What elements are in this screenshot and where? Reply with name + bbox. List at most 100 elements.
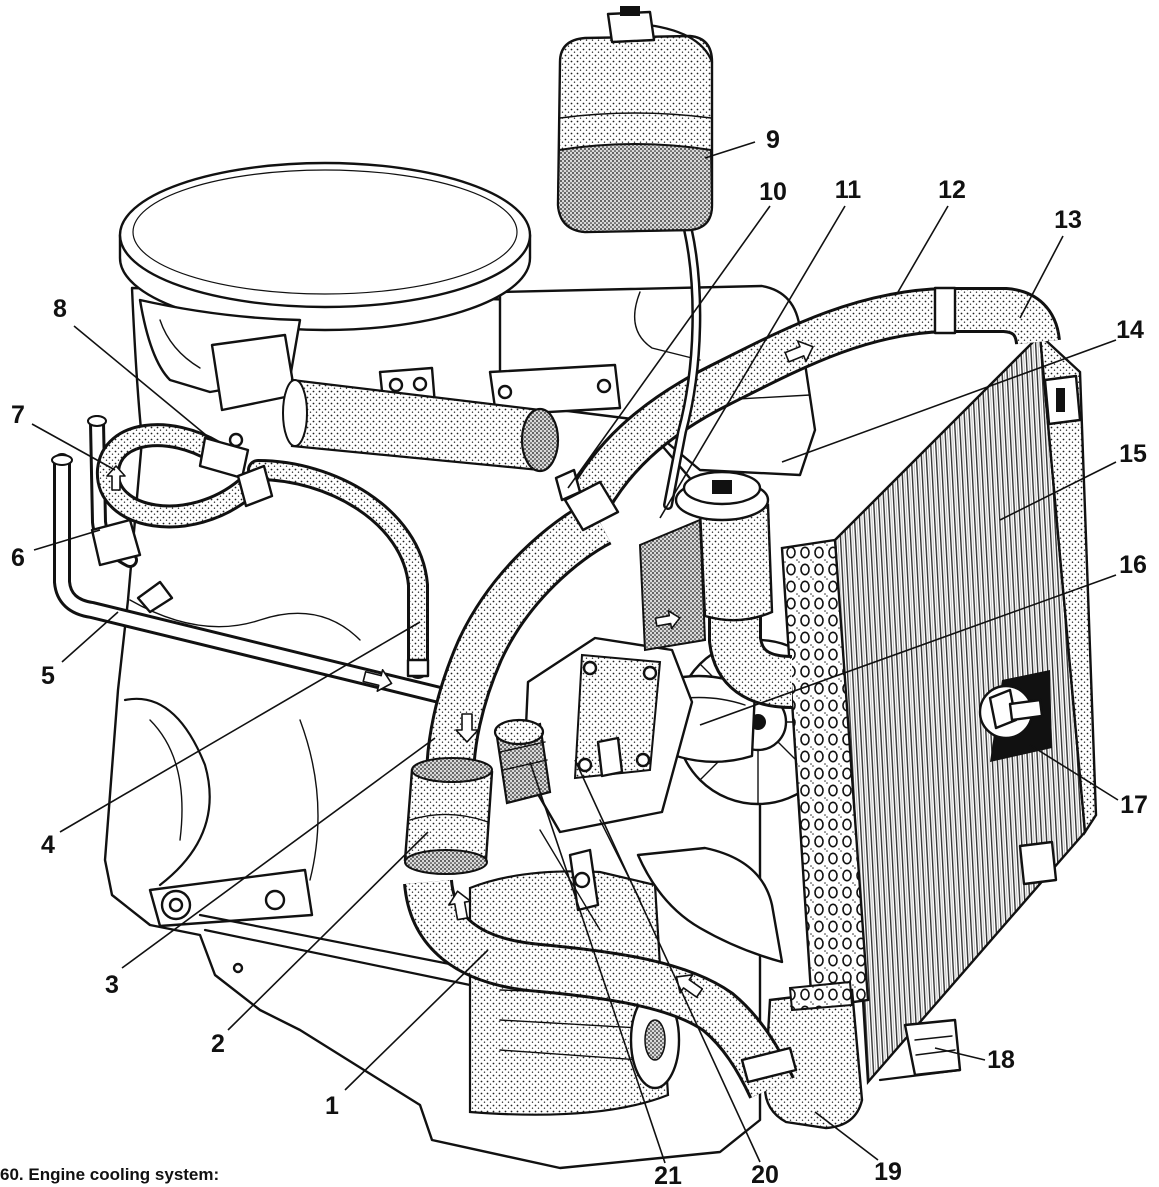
- bolt-icon: [232, 962, 244, 974]
- callout-3: 3: [105, 971, 119, 999]
- leader-line-15: [999, 461, 1117, 521]
- bolt-icon: [497, 384, 513, 400]
- mount-bolt: [264, 889, 286, 911]
- expansion-tank-coolant: [556, 143, 714, 234]
- leader-line-14: [781, 339, 1117, 463]
- heater-hoses: [108, 434, 430, 678]
- figure-caption: 60. Engine cooling system:: [0, 1165, 219, 1184]
- bolt-icon: [635, 752, 651, 768]
- callout-11: 11: [835, 176, 862, 204]
- callout-12: 12: [938, 176, 966, 204]
- bolt-icon: [582, 660, 598, 676]
- flow-arrow-icon: [106, 465, 126, 491]
- flow-arrow-icon: [362, 669, 393, 692]
- callout-14: 14: [1116, 316, 1144, 344]
- callout-10: 10: [759, 178, 787, 206]
- expansion-tank: [556, 6, 714, 505]
- callout-9: 9: [766, 126, 780, 154]
- bolt-icon: [412, 376, 428, 392]
- hose-4-end-clamp: [406, 658, 430, 678]
- leader-lines: [31, 141, 1119, 1164]
- radiator: [780, 331, 1098, 1086]
- callout-15: 15: [1119, 440, 1147, 468]
- fan-shroud-lower: [636, 846, 784, 964]
- leader-line-18: [934, 1047, 986, 1061]
- tank-rib: [559, 112, 712, 119]
- main-hoses: [428, 286, 1038, 1088]
- crossmember-rod: [198, 913, 472, 970]
- leader-line-20: [574, 759, 761, 1163]
- bolt-icon: [642, 665, 658, 681]
- leader-line-2: [227, 831, 429, 1031]
- thermostat-bottom-band: [404, 849, 488, 875]
- timing-cover-rib: [149, 719, 183, 841]
- thermostat: [403, 757, 494, 875]
- filler-neck-body: [698, 503, 774, 622]
- pipe-6-opening: [87, 415, 107, 427]
- valve-cover-contour: [633, 291, 701, 361]
- leader-line-12: [897, 205, 949, 293]
- hose-clamp-8: [236, 464, 274, 508]
- pipe-bracket: [90, 518, 142, 567]
- leader-line-16: [699, 574, 1117, 726]
- pulley-hub: [644, 1019, 666, 1061]
- crossmember-rod-lower: [203, 928, 472, 987]
- mount-bolt: [168, 897, 184, 913]
- leader-line-21: [529, 761, 666, 1164]
- flow-arrow-icon: [654, 609, 681, 630]
- callout-20: 20: [751, 1161, 779, 1187]
- radiator-mount-bracket-bottom: [903, 1018, 962, 1077]
- flow-arrow-icon: [675, 974, 704, 998]
- bottom-tank: [763, 980, 864, 1130]
- intake-tube: [282, 378, 560, 473]
- thermostat-seam: [409, 813, 489, 823]
- radiator-right-frame: [1038, 331, 1098, 836]
- flow-arrow-icon: [448, 890, 472, 921]
- flow-arrows: [106, 340, 814, 998]
- block-contour-line: [299, 719, 319, 881]
- outlet-pipe-ribs: [499, 741, 548, 771]
- callout-16: 16: [1119, 551, 1147, 579]
- leader-line-11: [659, 205, 846, 519]
- callout-6: 6: [11, 544, 25, 572]
- bolt-icon: [577, 757, 593, 773]
- callout-7: 7: [11, 401, 25, 429]
- bolt-icon: [596, 378, 612, 394]
- pump-tab: [596, 736, 624, 778]
- tank-cap-knob: [620, 6, 640, 16]
- callout-21: 21: [654, 1162, 682, 1187]
- bracket-slot: [1056, 388, 1065, 412]
- pump-face-plate: [573, 653, 662, 780]
- leader-line-5: [61, 611, 119, 663]
- heater-pipes: [51, 415, 448, 697]
- callout-17: 17: [1120, 791, 1148, 819]
- intake-tube-end: [520, 407, 560, 473]
- flow-arrow-icon: [455, 713, 479, 743]
- callout-4: 4: [41, 831, 55, 859]
- lower-bracket: [148, 868, 472, 987]
- callout-13: 13: [1054, 206, 1082, 234]
- callout-5: 5: [41, 662, 55, 690]
- leader-line-1: [344, 949, 489, 1091]
- air-filter-lid: [118, 161, 532, 309]
- leader-line-4: [59, 621, 421, 833]
- leader-line-9: [704, 141, 756, 159]
- radiator-bottom-tank: [763, 988, 864, 1130]
- carburetor: [210, 333, 622, 417]
- air-filter-lid-edge: [132, 169, 518, 295]
- hose-12-clamp: [933, 286, 957, 335]
- bracket-rod: [878, 1068, 962, 1082]
- callout-1: 1: [325, 1092, 339, 1120]
- callout-8: 8: [53, 295, 67, 323]
- bolt-icon: [573, 871, 591, 889]
- leader-line-10: [567, 205, 771, 489]
- expansion-tank-cap: [606, 10, 656, 44]
- thermostat-top-band: [411, 757, 493, 783]
- leader-line-3: [121, 737, 436, 969]
- leader-line-6: [33, 529, 101, 551]
- radiator-side-tank: [780, 538, 870, 1010]
- callout-18: 18: [987, 1046, 1015, 1074]
- drain-cock-nozzle: [1008, 698, 1044, 722]
